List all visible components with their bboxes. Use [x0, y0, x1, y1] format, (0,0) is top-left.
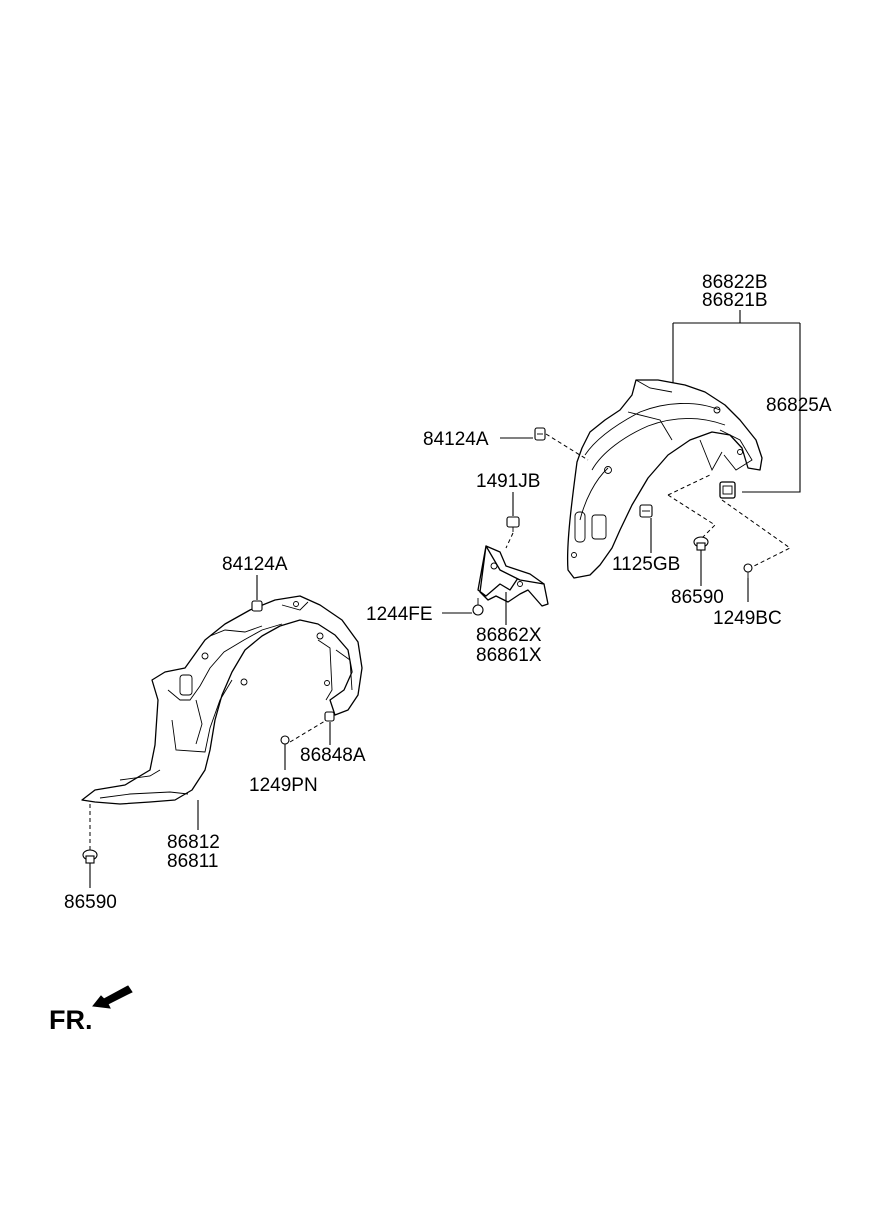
label-86848A: 86848A	[300, 745, 366, 766]
label-84124A-right: 84124A	[423, 429, 489, 450]
label-1244FE: 1244FE	[366, 604, 433, 625]
label-86812: 86812	[167, 832, 220, 853]
rear-wheel-guard	[566, 379, 763, 579]
dash-1491JB	[505, 532, 514, 549]
bolt-1491JB	[506, 516, 520, 532]
dash-86848A	[289, 717, 331, 743]
label-86811: 86811	[167, 851, 218, 872]
label-86590-right: 86590	[671, 587, 724, 608]
bolt-1244FE	[472, 598, 484, 616]
screw-1249BC	[743, 563, 753, 578]
front-arrow-icon	[92, 985, 133, 1009]
clip-86590-right	[693, 536, 709, 551]
label-86825A: 86825A	[766, 395, 832, 416]
label-86862X: 86862X	[476, 625, 542, 646]
leader-rear-guard	[672, 310, 801, 493]
label-86861X: 86861X	[476, 645, 542, 666]
label-84124A-left: 84124A	[222, 554, 288, 575]
clip-86590-left	[82, 849, 98, 864]
label-86822B: 86822B	[702, 272, 768, 293]
label-1125GB: 1125GB	[612, 554, 680, 575]
bolt-1125GB	[639, 504, 653, 518]
label-1249BC: 1249BC	[713, 608, 782, 629]
front-wheel-guard	[81, 595, 363, 805]
label-1491JB: 1491JB	[476, 471, 540, 492]
label-1249PN: 1249PN	[249, 775, 318, 796]
insert-86848A	[324, 711, 335, 722]
screw-1249PN	[280, 735, 290, 745]
dash-1249BC	[721, 499, 791, 569]
bracket-86862X	[477, 545, 549, 607]
dash-84124A-right	[545, 433, 589, 461]
label-86590-left: 86590	[64, 892, 117, 913]
label-86821B: 86821B	[702, 290, 768, 311]
clip-84124A-right	[534, 427, 546, 441]
clip-84124A-left	[251, 600, 263, 612]
front-marker-label: FR.	[49, 1005, 93, 1035]
dash-1125-86590	[667, 474, 716, 541]
